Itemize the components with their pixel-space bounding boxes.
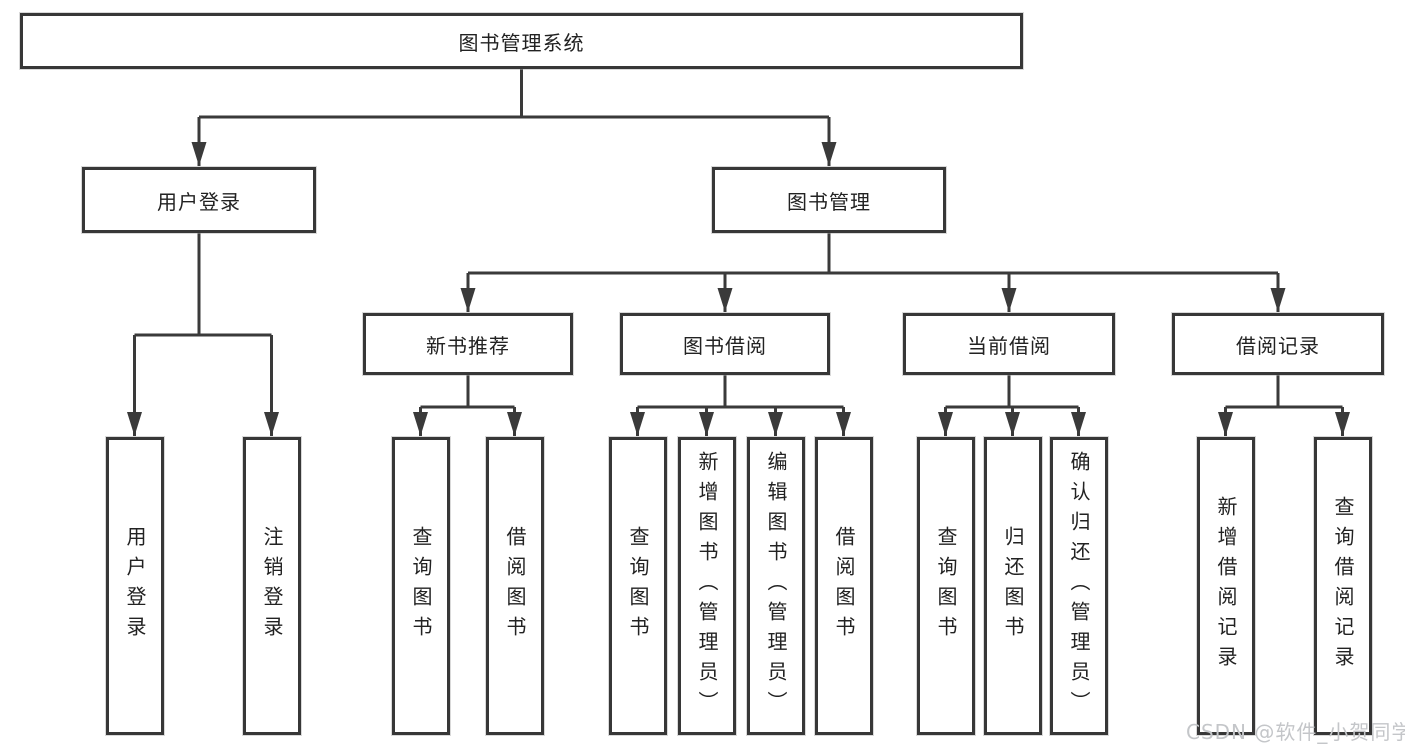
node-new-book-recommend: 新书推荐 <box>363 313 573 375</box>
node-label: 图书借阅 <box>683 333 767 358</box>
leaf-query-books-recommend: 查询图书 <box>392 437 450 735</box>
node-label: 当前借阅 <box>967 333 1051 358</box>
leaf-add-borrow-record: 新增借阅记录 <box>1197 437 1255 735</box>
node-book-management: 图书管理 <box>712 167 946 233</box>
node-borrow-record: 借阅记录 <box>1172 313 1384 375</box>
connector-current-borrow-to-leaves <box>938 375 1086 436</box>
leaf-query-books-current: 查询图书 <box>917 437 975 735</box>
node-label: 图书管理 <box>787 189 871 214</box>
leaf-label: 查询借阅记录 <box>1331 496 1355 676</box>
leaf-borrow-books-recommend: 借阅图书 <box>486 437 544 735</box>
connector-book-borrow-to-leaves <box>630 375 851 436</box>
leaf-borrow-books: 借阅图书 <box>815 437 873 735</box>
leaf-label: 查询图书 <box>626 526 650 646</box>
leaf-return-books: 归还图书 <box>984 437 1042 735</box>
connector-user-login-to-leaves <box>127 233 279 436</box>
connector-root-to-level2 <box>191 69 837 166</box>
connector-new-book-recommend-to-leaves <box>413 375 522 436</box>
leaf-user-login: 用户登录 <box>106 437 164 735</box>
leaf-label: 查询图书 <box>934 526 958 646</box>
leaf-label: 注销登录 <box>260 526 284 646</box>
leaf-label: 借阅图书 <box>503 526 527 646</box>
leaf-query-books-borrow: 查询图书 <box>609 437 667 735</box>
connector-borrow-record-to-leaves <box>1218 375 1350 436</box>
leaf-label: 确认归还（管理员） <box>1067 451 1091 721</box>
node-label: 新书推荐 <box>426 333 510 358</box>
node-label: 图书管理系统 <box>458 30 585 55</box>
leaf-query-borrow-record: 查询借阅记录 <box>1314 437 1372 735</box>
leaf-edit-books-admin: 编辑图书（管理员） <box>747 437 805 735</box>
leaf-label: 归还图书 <box>1001 526 1025 646</box>
node-book-borrow: 图书借阅 <box>620 313 830 375</box>
leaf-logout: 注销登录 <box>243 437 301 735</box>
leaf-label: 新增图书（管理员） <box>695 451 719 721</box>
csdn-watermark: CSDN @软件_小贺同学 <box>1186 720 1405 744</box>
leaf-label: 编辑图书（管理员） <box>764 451 788 721</box>
leaf-label: 用户登录 <box>123 526 147 646</box>
node-current-borrow: 当前借阅 <box>903 313 1115 375</box>
leaf-label: 新增借阅记录 <box>1214 496 1238 676</box>
leaf-confirm-return-admin: 确认归还（管理员） <box>1050 437 1108 735</box>
node-library-management-system: 图书管理系统 <box>20 13 1023 69</box>
leaf-label: 借阅图书 <box>832 526 856 646</box>
leaf-label: 查询图书 <box>409 526 433 646</box>
connector-book-management-to-level3 <box>460 233 1286 312</box>
node-user-login: 用户登录 <box>82 167 316 233</box>
node-label: 借阅记录 <box>1236 333 1320 358</box>
leaf-add-books-admin: 新增图书（管理员） <box>678 437 736 735</box>
node-label: 用户登录 <box>157 189 241 214</box>
